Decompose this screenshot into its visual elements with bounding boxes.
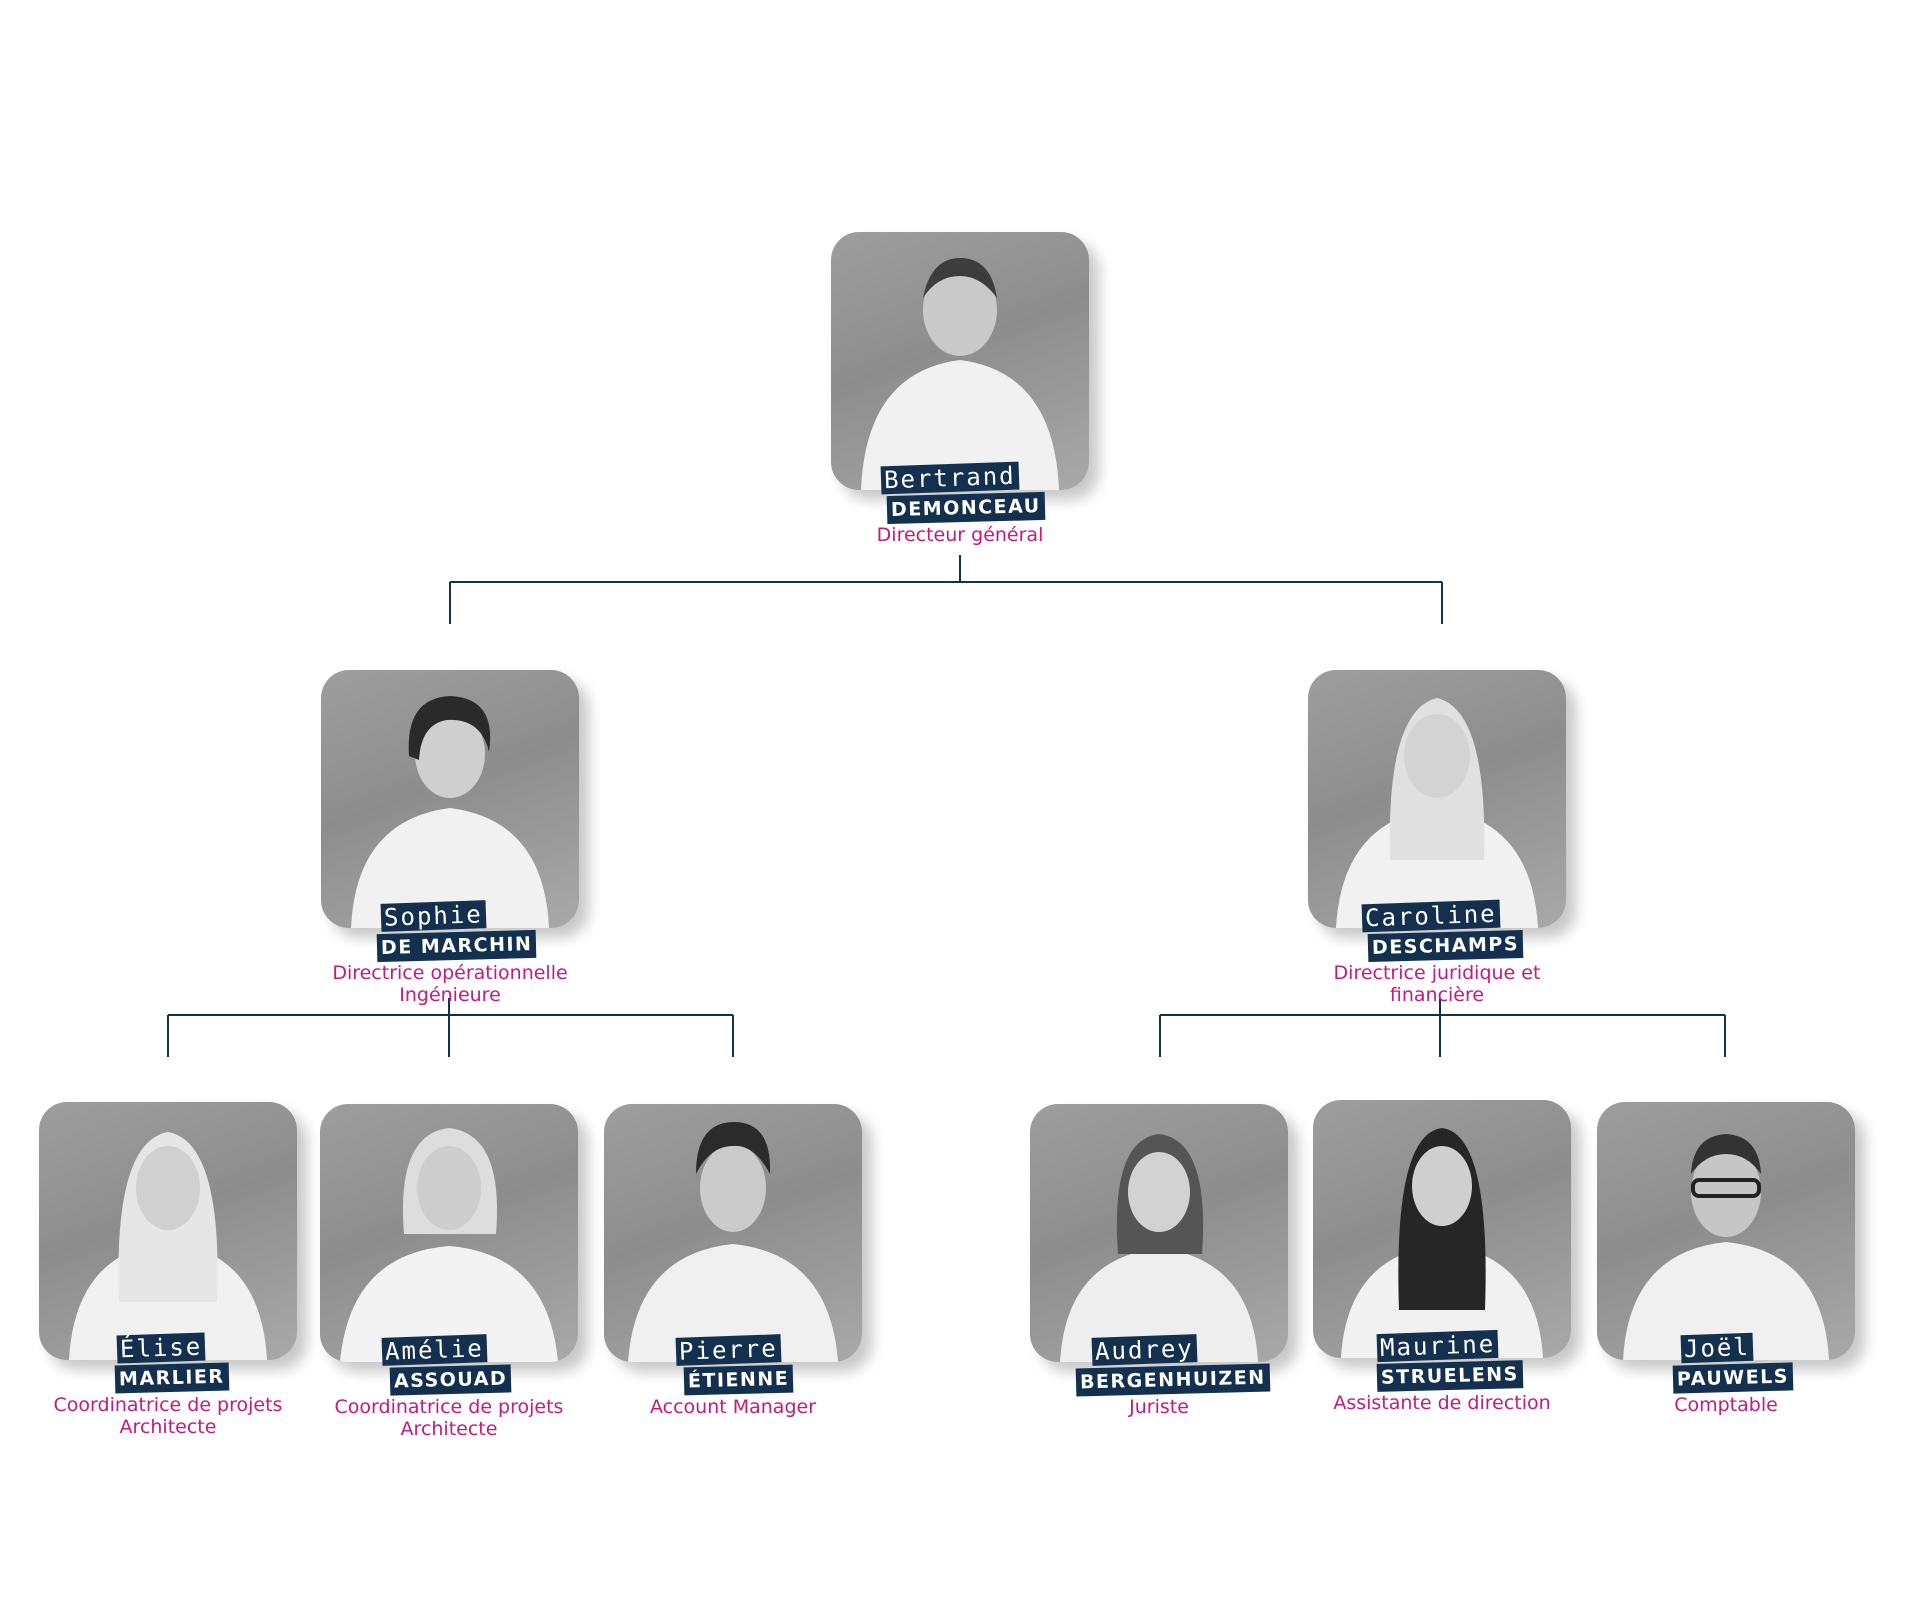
last-name: STRUELENS	[1376, 1360, 1524, 1392]
role-line: financière	[1389, 984, 1485, 1006]
photo-ops-director	[321, 670, 579, 928]
first-name: Joël	[1680, 1332, 1754, 1364]
card-joel: Joël PAUWELS Comptable	[1597, 1102, 1855, 1416]
last-name: DEMONCEAU	[886, 491, 1046, 525]
photo-joel	[1597, 1102, 1855, 1360]
role-line: Account Manager	[649, 1396, 817, 1418]
role-line: Directeur général	[876, 524, 1044, 546]
connector-ops-to-team	[167, 998, 734, 1057]
card-ceo: Bertrand DEMONCEAU Directeur général	[831, 232, 1089, 546]
photo-ceo	[831, 232, 1089, 490]
portrait-icon	[1336, 698, 1538, 928]
role-text: Account Manager	[544, 1396, 922, 1418]
name-tag: Caroline DESCHAMPS	[1308, 899, 1566, 963]
role-text: Directeur général	[771, 524, 1149, 546]
card-elise: Élise MARLIER Coordinatrice de projets A…	[39, 1102, 297, 1438]
portrait-icon	[69, 1132, 267, 1360]
role-line: Architecte	[400, 1418, 498, 1440]
first-name: Élise	[116, 1332, 206, 1364]
photo-audrey	[1030, 1104, 1288, 1362]
last-name: PAUWELS	[1672, 1362, 1794, 1394]
name-tag: Bertrand DEMONCEAU	[831, 461, 1089, 525]
connector-legal-to-team	[1159, 998, 1726, 1057]
name-tag: Pierre ÉTIENNE	[604, 1334, 862, 1396]
name-tag: Sophie DE MARCHIN	[321, 900, 579, 963]
photo-maurine	[1313, 1100, 1571, 1358]
first-name: Bertrand	[880, 461, 1020, 495]
name-tag: Amélie ASSOUAD	[320, 1334, 578, 1396]
last-name: DESCHAMPS	[1367, 929, 1524, 963]
card-audrey: Audrey BERGENHUIZEN Juriste	[1030, 1104, 1288, 1418]
portrait-icon	[628, 1122, 838, 1362]
role-line: Architecte	[119, 1416, 217, 1438]
role-text: Juriste	[970, 1396, 1348, 1418]
photo-legal-director	[1308, 670, 1566, 928]
role-line: Ingénieure	[399, 984, 501, 1006]
portrait-icon	[340, 1128, 558, 1362]
name-tag: Audrey BERGENHUIZEN	[1030, 1334, 1288, 1397]
first-name: Pierre	[675, 1334, 782, 1366]
photo-amelie	[320, 1104, 578, 1362]
first-name: Amélie	[381, 1334, 488, 1366]
connector-ceo-to-directors	[449, 555, 1443, 624]
card-maurine: Maurine STRUELENS Assistante de directio…	[1313, 1100, 1571, 1414]
role-line: Coordinatrice de projets	[53, 1394, 283, 1416]
portrait-icon	[1060, 1134, 1258, 1362]
portrait-icon	[351, 696, 549, 928]
role-text: Directrice juridique et financière	[1248, 962, 1626, 1006]
role-line: Directrice juridique et	[1333, 962, 1541, 984]
role-text: Directrice opérationnelle Ingénieure	[261, 962, 639, 1006]
portrait-icon	[861, 258, 1059, 490]
role-text: Comptable	[1537, 1394, 1915, 1416]
role-line: Directrice opérationnelle	[332, 962, 568, 984]
role-line: Comptable	[1674, 1394, 1778, 1416]
role-line: Coordinatrice de projets	[334, 1396, 564, 1418]
last-name: ÉTIENNE	[683, 1364, 794, 1396]
last-name: BERGENHUIZEN	[1075, 1363, 1270, 1397]
photo-pierre	[604, 1104, 862, 1362]
name-tag: Maurine STRUELENS	[1313, 1329, 1571, 1392]
first-name: Caroline	[1361, 899, 1501, 933]
role-text: Assistante de direction	[1253, 1392, 1631, 1414]
role-line: Assistante de direction	[1333, 1392, 1551, 1414]
first-name: Audrey	[1091, 1334, 1198, 1366]
role-text: Coordinatrice de projets Architecte	[0, 1394, 357, 1438]
last-name: DE MARCHIN	[376, 929, 537, 963]
portrait-icon	[1623, 1134, 1829, 1360]
last-name: ASSOUAD	[389, 1364, 512, 1396]
photo-elise	[39, 1102, 297, 1360]
card-legal-director: Caroline DESCHAMPS Directrice juridique …	[1308, 670, 1566, 1006]
name-tag: Joël PAUWELS	[1597, 1332, 1855, 1394]
role-text: Coordinatrice de projets Architecte	[260, 1396, 638, 1440]
last-name: MARLIER	[114, 1362, 229, 1394]
role-line: Juriste	[1129, 1396, 1189, 1418]
card-pierre: Pierre ÉTIENNE Account Manager	[604, 1104, 862, 1418]
name-tag: Élise MARLIER	[39, 1332, 297, 1394]
first-name: Sophie	[380, 900, 487, 932]
first-name: Maurine	[1376, 1329, 1499, 1363]
card-amelie: Amélie ASSOUAD Coordinatrice de projets …	[320, 1104, 578, 1440]
card-ops-director: Sophie DE MARCHIN Directrice opérationne…	[321, 670, 579, 1006]
portrait-icon	[1341, 1128, 1543, 1358]
